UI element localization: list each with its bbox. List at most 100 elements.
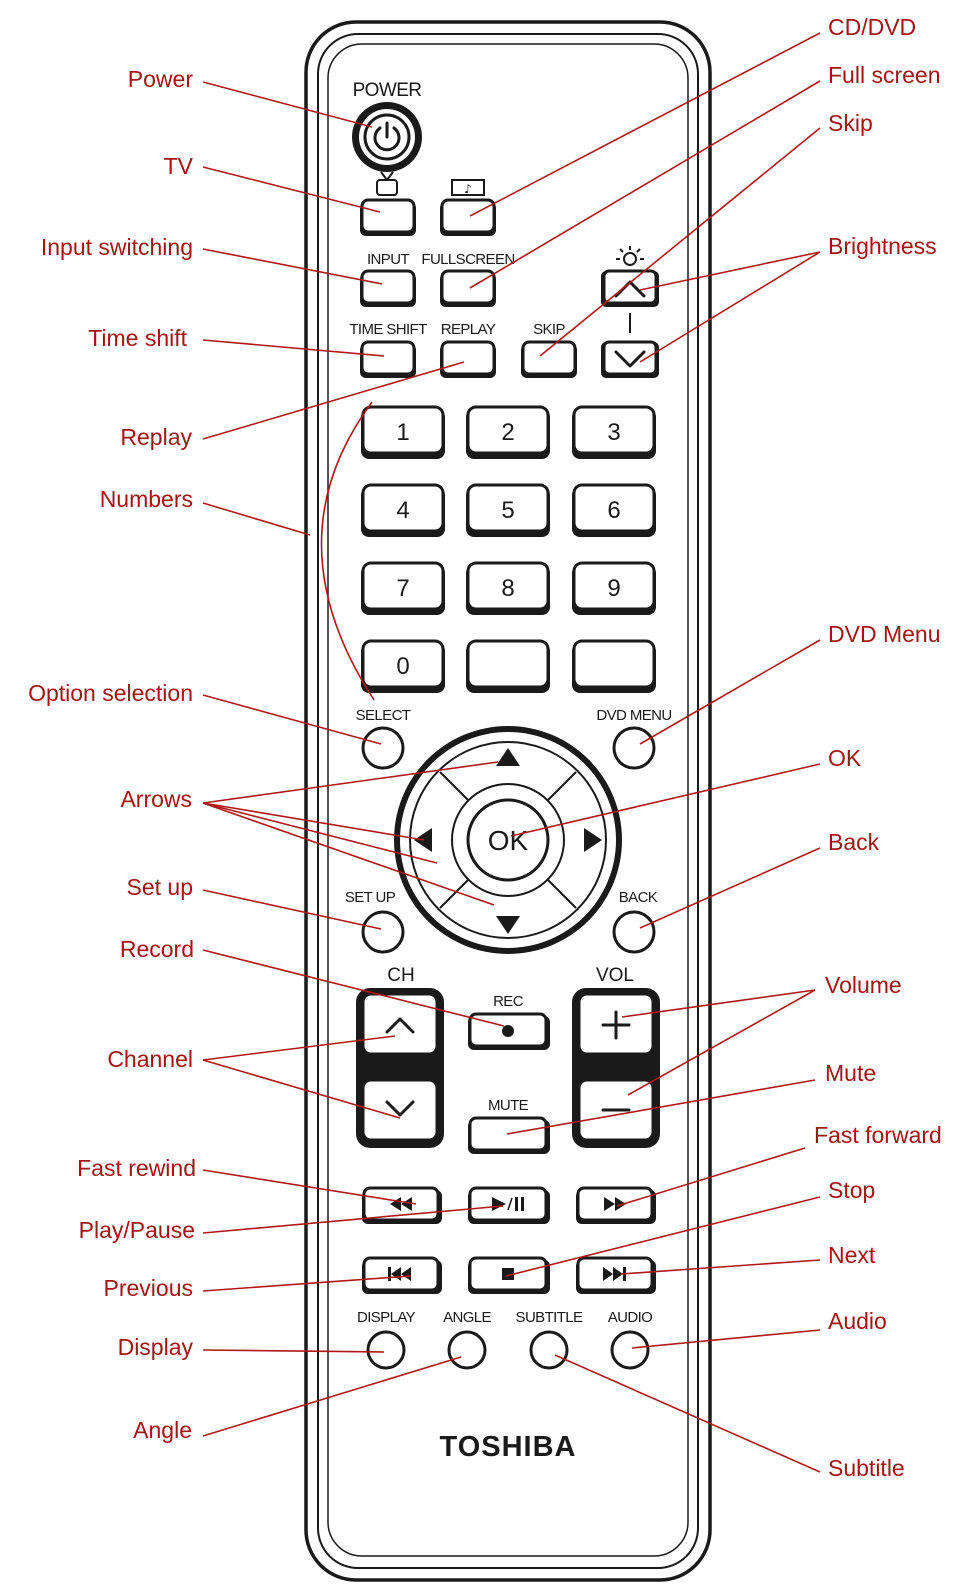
number-key-7[interactable]: 7 [361, 561, 445, 615]
number-key-9[interactable]: 9 [572, 561, 656, 615]
right-callouts: CD/DVD Full screen Skip Brightness DVD M… [814, 14, 942, 1481]
callout-stop: Stop [828, 1177, 875, 1203]
chevron-down-icon [385, 1100, 415, 1117]
callout-dvd-menu: DVD Menu [828, 621, 940, 647]
blank-key-2[interactable] [572, 639, 656, 693]
replay-button[interactable] [440, 340, 496, 376]
number-key-0[interactable]: 0 [361, 639, 445, 693]
channel-down-button[interactable] [361, 1078, 439, 1142]
number-key-6[interactable]: 6 [572, 483, 656, 537]
select-button[interactable] [361, 726, 405, 770]
callout-volume: Volume [825, 972, 902, 998]
arrow-up-button[interactable] [496, 748, 520, 766]
display-button[interactable] [366, 1330, 406, 1370]
number-pad: 1 2 3 4 5 6 7 8 9 0 [361, 405, 656, 693]
callout-power: Power [128, 66, 194, 92]
select-label: SELECT [356, 707, 411, 724]
display-label: DISPLAY [357, 1309, 416, 1326]
callout-next: Next [828, 1242, 876, 1268]
svg-text:5: 5 [501, 497, 514, 524]
dvd-menu-button[interactable] [612, 726, 656, 770]
number-key-4[interactable]: 4 [361, 483, 445, 537]
chevron-up-icon [385, 1017, 415, 1034]
svg-text:♪: ♪ [464, 182, 472, 196]
svg-text:9: 9 [607, 575, 620, 602]
vol-label: VOL [596, 965, 634, 986]
ok-button[interactable] [466, 798, 550, 882]
play-pause-icon [492, 1197, 524, 1211]
power-button[interactable] [352, 102, 422, 172]
svg-text:1: 1 [396, 419, 409, 446]
left-callouts: Power TV Input switching Time shift Repl… [28, 66, 196, 1443]
play-pause-button[interactable] [468, 1186, 548, 1222]
power-label: POWER [353, 80, 422, 101]
record-icon [502, 1025, 514, 1037]
fullscreen-label: FULLSCREEN [421, 251, 514, 268]
fast-rewind-button[interactable] [362, 1186, 440, 1222]
number-key-5[interactable]: 5 [466, 483, 550, 537]
callout-cd-dvd: CD/DVD [828, 14, 916, 40]
callout-tv: TV [164, 153, 194, 179]
back-label: BACK [619, 889, 658, 906]
subtitle-label: SUBTITLE [516, 1309, 583, 1326]
input-button[interactable] [360, 269, 416, 305]
brand-logo: TOSHIBA [440, 1431, 577, 1463]
back-button[interactable] [612, 910, 656, 954]
fast-forward-icon [604, 1197, 626, 1211]
svg-text:0: 0 [396, 653, 409, 680]
skip-label: SKIP [533, 321, 565, 338]
svg-text:6: 6 [607, 497, 620, 524]
audio-label: AUDIO [608, 1309, 653, 1326]
stop-icon [502, 1268, 514, 1280]
svg-text:8: 8 [501, 575, 514, 602]
chevron-down-icon [614, 350, 646, 368]
tv-button[interactable] [360, 198, 416, 234]
rec-label: REC [493, 993, 524, 1010]
angle-button[interactable] [447, 1330, 487, 1370]
cd-dvd-button[interactable] [440, 198, 496, 234]
record-button[interactable] [468, 1012, 548, 1048]
mute-label: MUTE [488, 1097, 529, 1114]
set-up-button[interactable] [361, 910, 405, 954]
number-key-1[interactable]: 1 [361, 405, 445, 459]
ch-label: CH [387, 965, 414, 986]
number-key-2[interactable]: 2 [466, 405, 550, 459]
svg-text:7: 7 [396, 575, 409, 602]
volume-up-button[interactable] [577, 992, 655, 1056]
arrow-down-button[interactable] [496, 916, 520, 934]
fast-forward-button[interactable] [576, 1186, 654, 1222]
audio-button[interactable] [610, 1330, 650, 1370]
number-key-3[interactable]: 3 [572, 405, 656, 459]
blank-key-1[interactable] [466, 639, 550, 693]
callout-option-selection: Option selection [28, 680, 193, 706]
callout-record: Record [120, 936, 194, 962]
plus-icon [601, 1010, 631, 1040]
subtitle-button[interactable] [529, 1330, 569, 1370]
callout-time-shift: Time shift [88, 325, 187, 351]
callout-fast-rewind: Fast rewind [77, 1155, 196, 1181]
svg-text:3: 3 [607, 419, 620, 446]
arrow-right-button[interactable] [584, 828, 602, 852]
channel-up-button[interactable] [361, 992, 439, 1056]
set-up-label: SET UP [345, 889, 396, 906]
callout-replay: Replay [120, 424, 192, 450]
brightness-down-button[interactable] [602, 340, 658, 376]
callout-mute: Mute [825, 1060, 876, 1086]
number-key-8[interactable]: 8 [466, 561, 550, 615]
cd-dvd-icon: ♪ [451, 179, 485, 196]
stop-button[interactable] [468, 1256, 548, 1292]
angle-label: ANGLE [443, 1309, 491, 1326]
fullscreen-button[interactable] [440, 269, 496, 305]
volume-down-button[interactable] [577, 1078, 655, 1142]
tv-icon [376, 171, 398, 196]
time-shift-button[interactable] [360, 340, 416, 376]
skip-button[interactable] [521, 340, 577, 376]
dvd-menu-label: DVD MENU [596, 707, 671, 724]
next-button[interactable] [576, 1256, 654, 1292]
callout-channel: Channel [107, 1046, 193, 1072]
brightness-icon [616, 246, 644, 266]
ok-label: OK [488, 825, 529, 856]
callout-back: Back [828, 829, 880, 855]
previous-button[interactable] [362, 1256, 440, 1292]
